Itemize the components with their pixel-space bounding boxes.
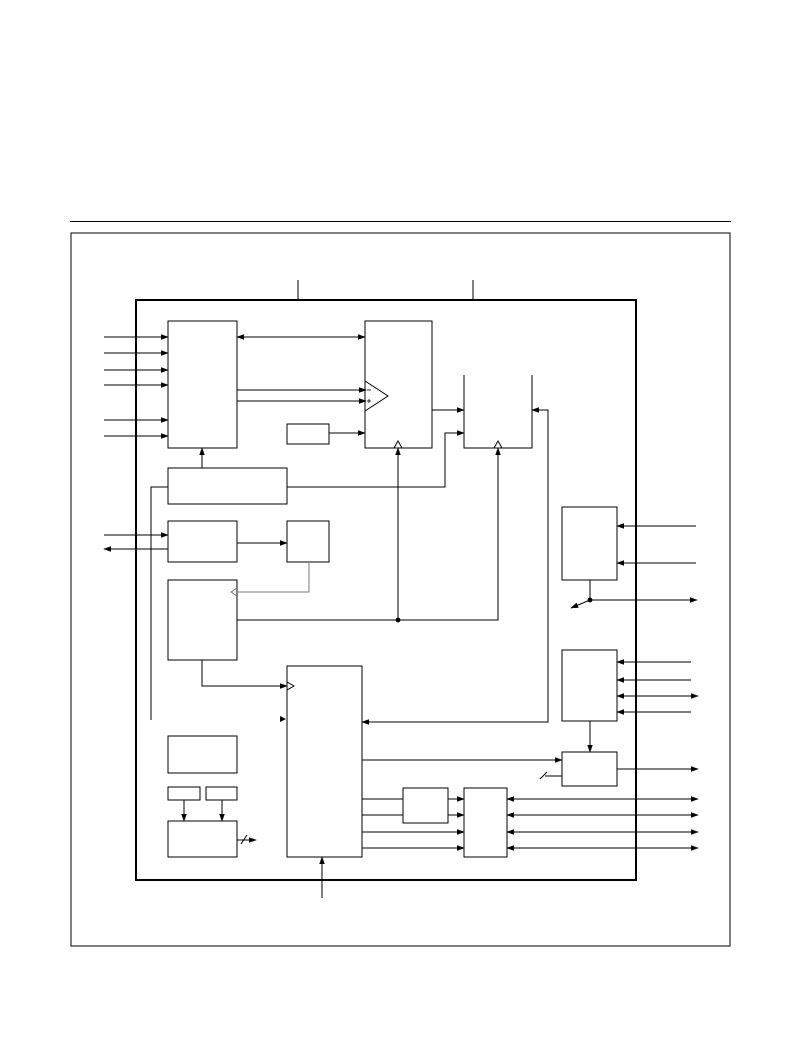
control-logic-block <box>167 467 288 505</box>
sequencer-block <box>286 665 363 858</box>
mux-block <box>402 787 449 824</box>
clock-to-sequencer <box>201 660 288 689</box>
control-left-line <box>150 486 168 720</box>
clock-generator-block <box>167 579 238 661</box>
page-header-rule <box>70 221 731 222</box>
clock-junction <box>395 617 401 623</box>
output-latch-block <box>463 375 533 449</box>
io-driver-block <box>463 787 508 858</box>
input-register-block <box>167 320 238 449</box>
reference-block <box>286 423 330 445</box>
shift-feedback <box>237 562 310 593</box>
small-block-left <box>167 786 201 801</box>
counter-output-slash <box>240 834 248 845</box>
figure-frame <box>70 232 731 947</box>
output-buffer-block <box>561 751 618 787</box>
small-block-right <box>205 786 238 801</box>
right-input-block <box>561 506 618 581</box>
serial-interface-block <box>167 520 238 563</box>
latch-to-sequencer <box>361 407 549 725</box>
port-block <box>561 649 618 722</box>
comparator-block <box>364 320 433 449</box>
shift-block <box>286 520 330 563</box>
clock-generator-input-mark <box>230 587 238 597</box>
right-input-junction <box>587 597 593 603</box>
counter-block <box>167 820 238 858</box>
sequencer-clock-mark <box>286 681 296 691</box>
comparator-symbol <box>364 380 389 412</box>
chip-boundary <box>135 299 637 881</box>
buffer-input-slash <box>539 771 548 780</box>
oscillator-block <box>167 735 238 774</box>
latch-clock-mark <box>493 439 503 449</box>
sequencer-left-mark <box>280 716 286 722</box>
right-input-ground-tick <box>570 599 591 609</box>
